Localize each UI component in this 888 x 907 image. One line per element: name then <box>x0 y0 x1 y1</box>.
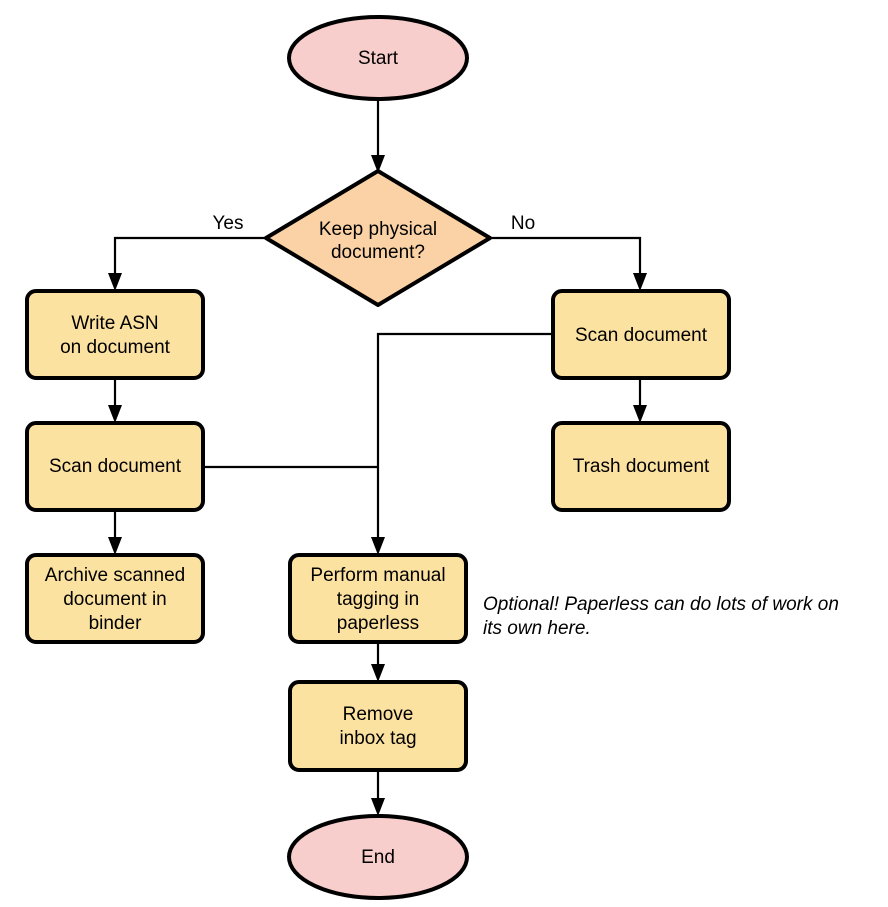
edge-scan-right-to-tagging <box>371 332 553 555</box>
remove-inbox-tag-box-shape <box>288 680 468 772</box>
scan-document-left-box-shape <box>25 421 205 512</box>
node-archive-label-line1: Archive scanned <box>45 565 185 586</box>
node-trash-document[interactable]: Trash document <box>551 421 731 512</box>
node-end-label: End <box>361 847 395 868</box>
edge-label-no: No <box>511 213 535 234</box>
trash-document-box-shape <box>551 421 731 512</box>
edge-scan-right-to-trash <box>633 377 647 423</box>
node-write-asn-label-line2: on document <box>60 337 171 358</box>
annotation-line2: its own here. <box>483 618 591 639</box>
node-scan-document-left[interactable]: Scan document <box>25 421 205 512</box>
node-tagging-label-line2: tagging in <box>337 589 419 610</box>
node-perform-manual-tagging[interactable]: Perform manual tagging in paperless <box>288 553 468 644</box>
node-scan-document-right[interactable]: Scan document <box>551 289 731 380</box>
end-ellipse-shape <box>287 814 469 900</box>
node-scan-document-left-label: Scan document <box>49 456 182 477</box>
node-archive-label-line2: document in <box>63 589 167 610</box>
write-asn-box-shape <box>25 289 205 380</box>
tagging-box-shape <box>288 553 468 644</box>
node-start[interactable]: Start <box>287 15 469 101</box>
node-write-asn-on-document[interactable]: Write ASN on document <box>25 289 205 380</box>
node-archive-label-line3: binder <box>89 613 142 634</box>
node-archive-scanned-document[interactable]: Archive scanned document in binder <box>25 553 205 644</box>
node-decision-label-line2: document? <box>331 242 425 263</box>
edge-label-yes: Yes <box>213 213 244 234</box>
node-decision-keep-physical-document[interactable]: Keep physical document? <box>264 169 492 307</box>
node-start-label: Start <box>358 48 399 69</box>
annotation-line1: Optional! Paperless can do lots of work … <box>483 594 839 615</box>
edge-decision-no-to-scan-right <box>490 236 647 291</box>
annotation-note: Optional! Paperless can do lots of work … <box>483 594 839 639</box>
scan-document-right-box-shape <box>551 289 731 380</box>
decision-diamond-shape <box>264 169 492 307</box>
edge-start-to-decision <box>371 100 385 173</box>
archive-box-shape <box>25 553 205 644</box>
edge-write-asn-to-scan-left <box>108 377 122 423</box>
node-trash-document-label: Trash document <box>573 456 710 477</box>
edge-scan-left-to-archive <box>108 510 122 555</box>
node-remove-inbox-tag[interactable]: Remove inbox tag <box>288 680 468 772</box>
node-scan-document-right-label: Scan document <box>575 325 708 346</box>
node-remove-inbox-label-line2: inbox tag <box>339 728 416 749</box>
node-tagging-label-line1: Perform manual <box>310 565 445 586</box>
edge-remove-inbox-to-end <box>371 770 385 816</box>
node-decision-label-line1: Keep physical <box>319 219 437 240</box>
node-tagging-label-line3: paperless <box>337 613 419 634</box>
node-remove-inbox-label-line1: Remove <box>343 704 414 725</box>
edge-tagging-to-remove-inbox <box>371 642 385 682</box>
edge-decision-yes-to-write-asn <box>108 236 265 291</box>
start-ellipse-shape <box>287 15 469 101</box>
node-end[interactable]: End <box>287 814 469 900</box>
node-write-asn-label-line1: Write ASN <box>71 313 158 334</box>
